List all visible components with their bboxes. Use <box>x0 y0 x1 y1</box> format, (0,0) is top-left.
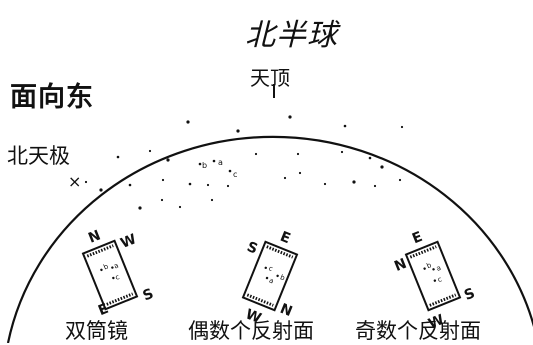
binoculars-caption: 双筒镜 <box>65 319 128 343</box>
star-dot <box>323 182 327 186</box>
star-dot <box>210 198 214 202</box>
even-reflection-caption: 偶数个反射面 <box>188 319 314 343</box>
ncp-marker: × <box>68 172 81 191</box>
star-dot <box>186 120 190 124</box>
star-dot <box>148 149 152 153</box>
sky-star-label-b: b <box>202 161 207 170</box>
star-dot <box>116 155 120 159</box>
sky-star-label-c: c <box>233 170 237 179</box>
binoculars-view: b a c N W S E <box>81 227 156 319</box>
star-dot <box>188 182 192 186</box>
view-star-label: b <box>426 261 434 270</box>
star-dot <box>343 124 347 128</box>
compass-right: N <box>278 301 295 320</box>
compass-top: N <box>86 227 103 246</box>
view-star-label: c <box>267 264 274 273</box>
star-dot <box>368 156 372 160</box>
view-star-label: b <box>279 273 287 282</box>
star-dot <box>206 183 210 187</box>
star-dot <box>352 180 356 184</box>
zenith-label: 天顶 <box>250 66 290 90</box>
view-star-label: a <box>113 261 120 270</box>
view-star-label: c <box>437 275 444 284</box>
sky-dome-arc <box>6 135 533 343</box>
star-dot <box>212 159 216 163</box>
star-dot <box>283 176 287 180</box>
view-star-label: a <box>268 276 275 285</box>
view-star-label: a <box>435 264 442 273</box>
view-star-label: c <box>114 273 121 282</box>
compass-right: S <box>462 285 477 304</box>
star-dot <box>380 165 384 169</box>
view-star-label: b <box>102 262 110 271</box>
hemisphere-title: 北半球 <box>245 18 338 53</box>
star-field <box>84 115 404 210</box>
compass-left: S <box>244 239 259 258</box>
star-dot <box>128 183 132 187</box>
star-dot <box>373 184 377 188</box>
compass-bottom: W <box>426 312 446 333</box>
north-celestial-pole-label: 北天极 <box>7 144 70 168</box>
compass-right: W <box>118 231 138 252</box>
star-dot <box>99 188 103 192</box>
sky-star-label-a: a <box>218 158 223 167</box>
star-dot <box>236 129 240 133</box>
compass-bottom: W <box>243 306 263 327</box>
star-dot <box>198 162 202 166</box>
star-dot <box>161 178 165 182</box>
star-dot <box>166 158 170 162</box>
star-dot <box>340 150 344 154</box>
star-dot <box>296 152 300 156</box>
star-dot <box>226 184 230 188</box>
star-dot <box>178 205 182 209</box>
odd-reflection-caption: 奇数个反射面 <box>355 319 481 343</box>
compass-top: E <box>278 229 293 247</box>
star-dot <box>254 152 258 156</box>
star-dot <box>400 125 404 129</box>
star-dot <box>84 180 88 184</box>
star-dot <box>138 206 142 210</box>
compass-left: N <box>392 256 409 275</box>
star-dot <box>288 115 292 119</box>
star-dot <box>398 178 402 182</box>
compass-bottom: S <box>141 286 156 305</box>
even-reflection-view: c a b E N W S <box>241 229 299 327</box>
star-dot <box>228 169 232 173</box>
star-dot <box>298 171 302 175</box>
compass-top: E <box>410 229 425 247</box>
star-dot <box>160 198 164 202</box>
facing-direction-label: 面向东 <box>10 82 94 113</box>
